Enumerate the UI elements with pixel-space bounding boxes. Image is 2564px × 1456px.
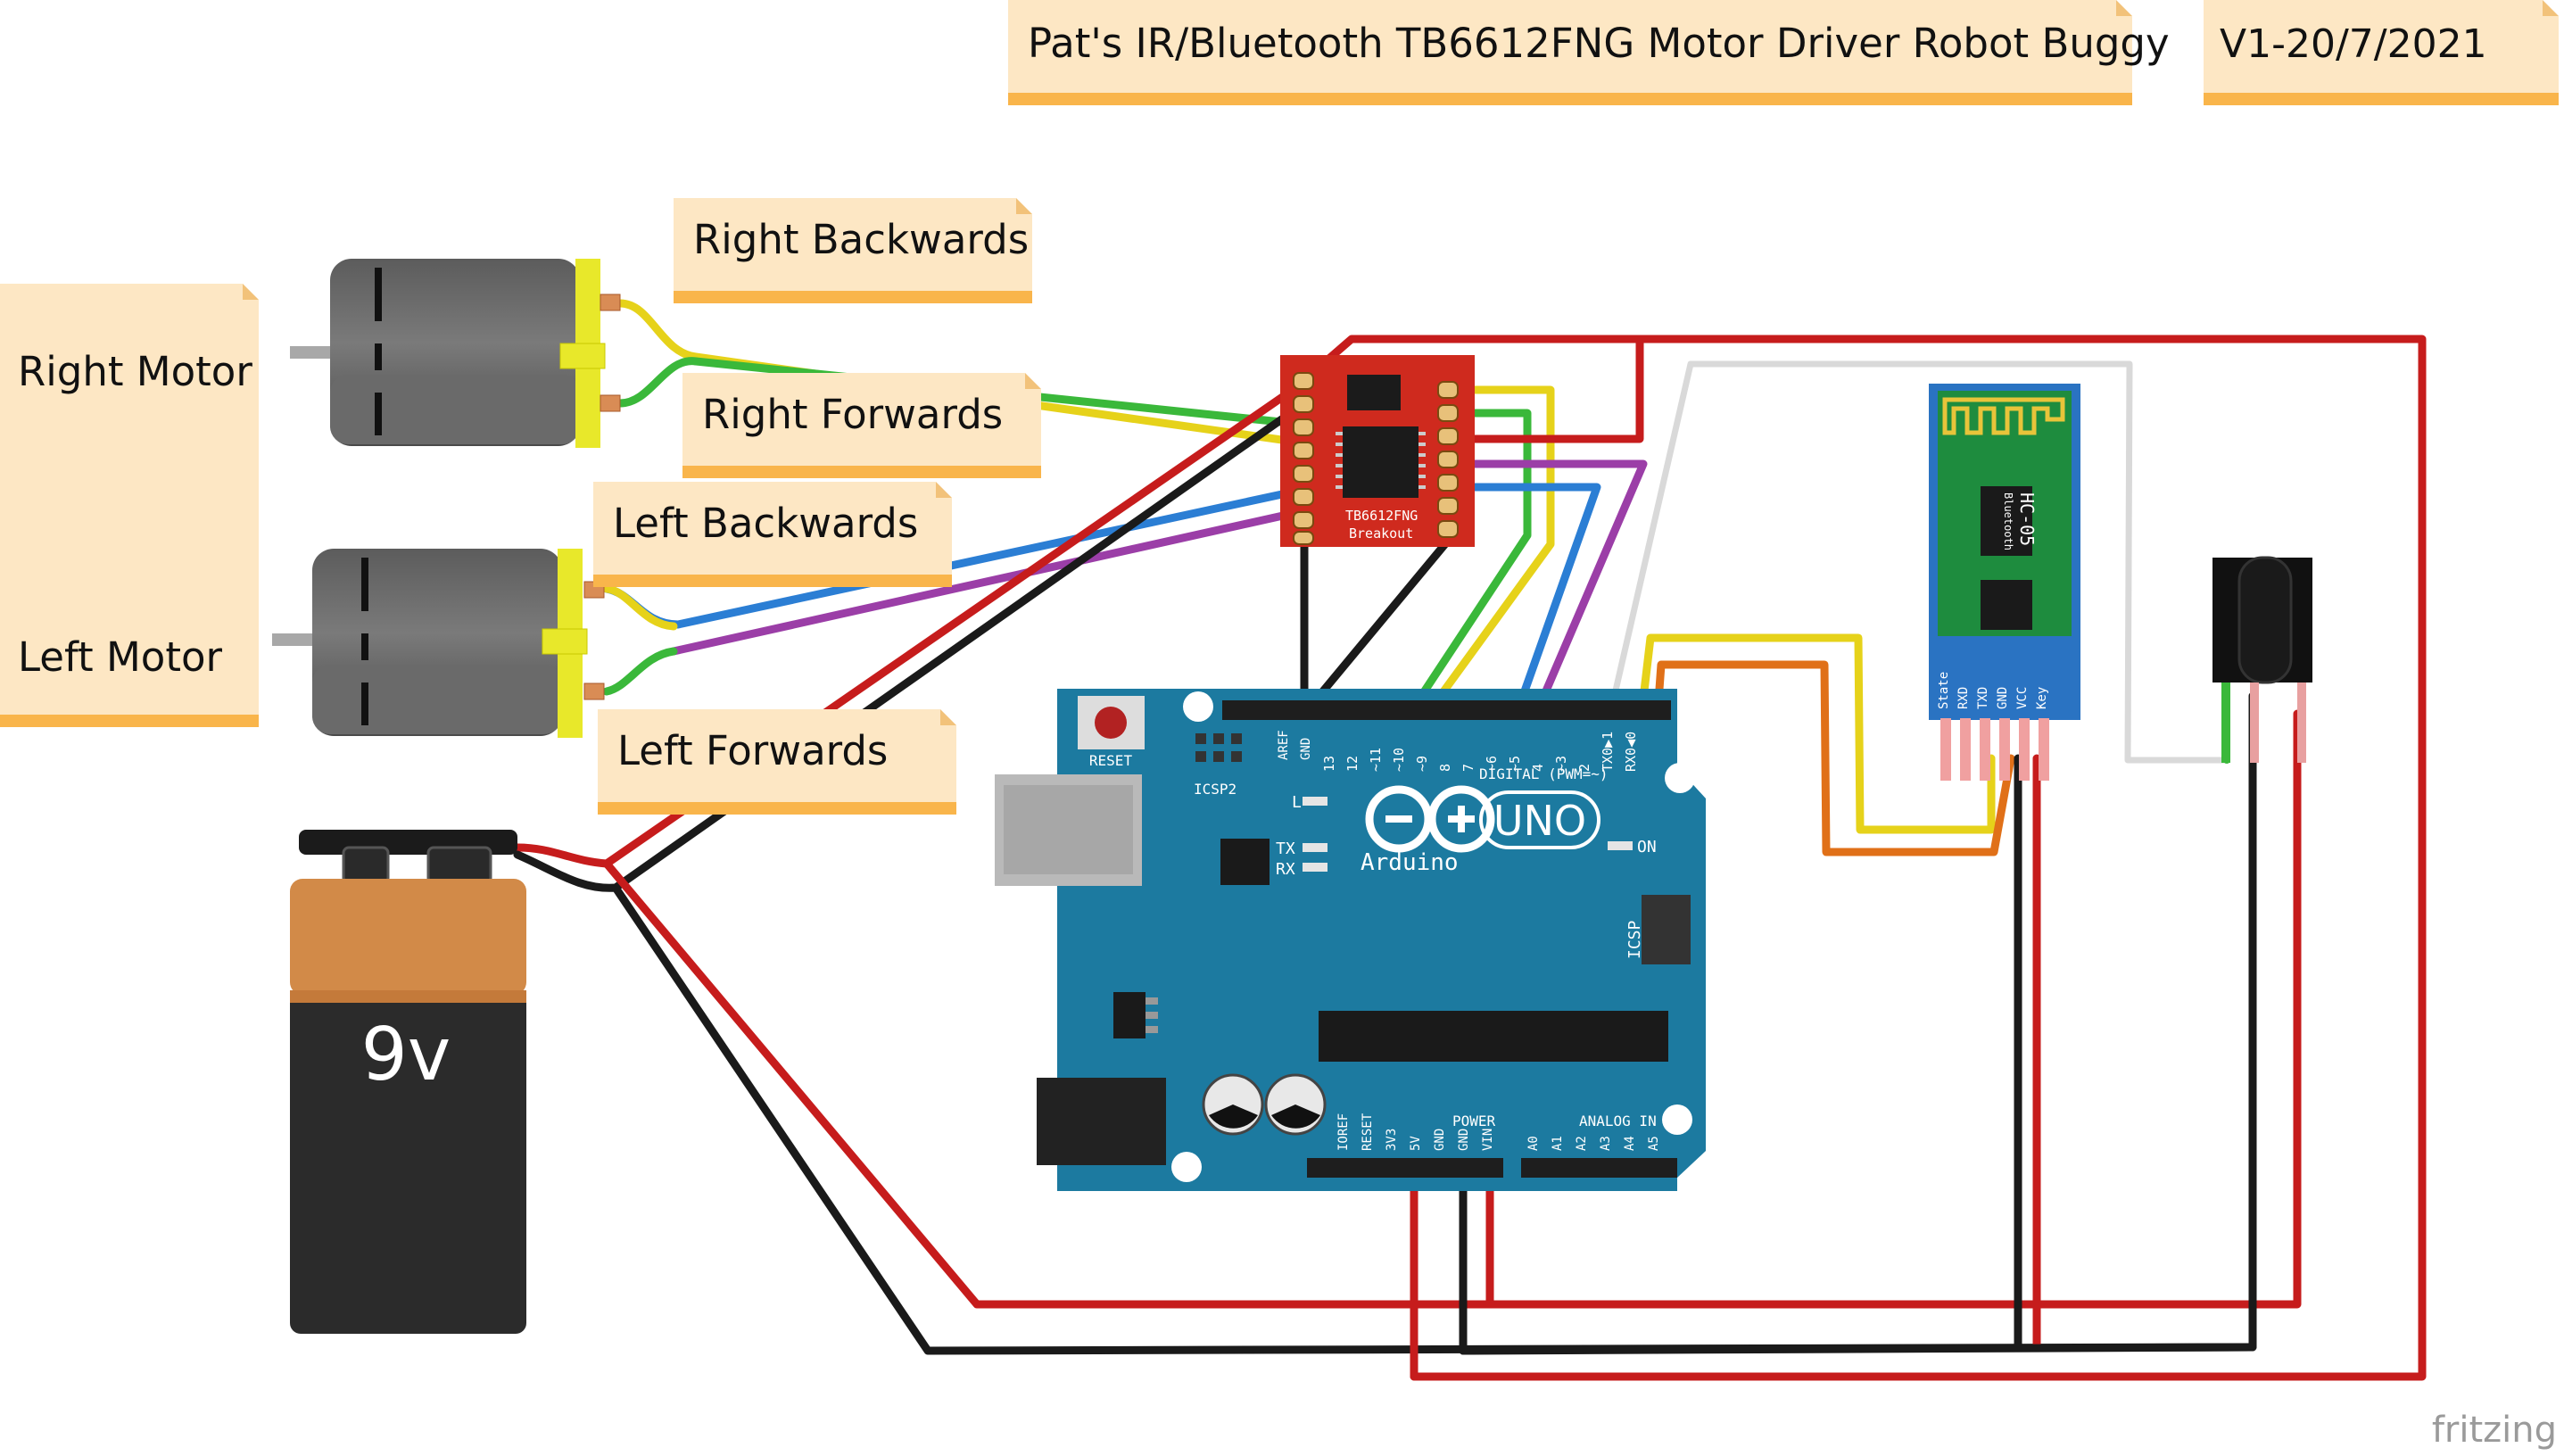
arduino-analog-pin-label: A1 — [1551, 1136, 1565, 1151]
wire-ir-white — [1607, 360, 2230, 764]
right-backwards-note: Right Backwards — [674, 198, 1032, 303]
arduino-led-tx: TX — [1276, 840, 1295, 858]
motor-driver-board: TB6612FNG Breakout — [1280, 355, 1475, 547]
arduino-power-pin-label: GND — [1457, 1129, 1471, 1151]
arduino-brand: Arduino — [1361, 849, 1459, 876]
arduino-digital-pin-label: ~5 — [1507, 756, 1523, 772]
wire-left-motor-purple — [669, 506, 1311, 656]
arduino-icsp-label: ICSP — [1625, 920, 1644, 959]
wire-battery-black — [513, 397, 1311, 892]
arduino-power-pin-label: IOREF — [1336, 1113, 1351, 1151]
arduino-analog-pin-label: A0 — [1526, 1136, 1541, 1151]
arduino-power-pin-label: 5V — [1409, 1136, 1423, 1151]
arduino-power-pin-label: GND — [1433, 1129, 1447, 1151]
arduino-analog-pin-label: A3 — [1599, 1136, 1613, 1151]
left-backwards-note: Left Backwards — [593, 482, 952, 587]
arduino-digital-pin-label: 4 — [1530, 764, 1546, 772]
wire-ard-gnd-rail — [1459, 1343, 2257, 1355]
wire-left-motor-blue — [602, 584, 678, 631]
arduino-icsp2-label: ICSP2 — [1194, 781, 1237, 798]
arduino-digital-pin-label: 7 — [1460, 764, 1476, 772]
driver-sub: Breakout — [1349, 525, 1413, 542]
arduino-digital-pin-label: RX0◀0 — [1623, 732, 1639, 772]
arduino-power-pin-label: 3V3 — [1385, 1129, 1399, 1151]
left-backwards-text: Left Backwards — [613, 500, 919, 547]
arduino-aref-label: AREF — [1277, 730, 1291, 760]
wire-driver-blue-d6 — [1448, 483, 1601, 718]
arduino-analog-pin-label: A5 — [1647, 1136, 1661, 1151]
arduino-analog-pin-label: A2 — [1575, 1136, 1589, 1151]
wire-battery-red-low — [602, 709, 2302, 1309]
arduino-digital-pin-label: ~6 — [1484, 756, 1500, 772]
wire-bt-orange — [1653, 660, 2015, 856]
arduino-logo-right-ring — [1427, 785, 1495, 853]
arduino-digital-pin-label: ~10 — [1391, 748, 1407, 772]
wire-driver-red-vcc — [1448, 335, 1644, 443]
battery-9v: 9v — [290, 830, 526, 1334]
arduino-model: UNO — [1493, 797, 1586, 845]
arduino-power-label: POWER — [1452, 1113, 1496, 1129]
wire-driver-black2 — [1300, 531, 1457, 718]
arduino-uno-board: RESET ICSP2 L TX RX ON DIGITAL (PWM=~) P… — [995, 689, 1706, 1191]
right-forwards-note: Right Forwards — [682, 373, 1041, 478]
arduino-on-label: ON — [1637, 838, 1657, 856]
bluetooth-pin-label: VCC — [2015, 687, 2030, 709]
right-backwards-text: Right Backwards — [693, 216, 1030, 263]
version-note-text: V1-20/7/2021 — [2220, 21, 2487, 67]
right-forwards-text: Right Forwards — [702, 391, 1004, 438]
wire-right-motor-green — [616, 357, 700, 408]
right-motor-text: Right Motor — [18, 348, 252, 395]
arduino-led-rx: RX — [1276, 860, 1295, 879]
bluetooth-pin-labels: State RXD TXD GND VCC Key — [1937, 672, 2049, 709]
arduino-digital-label: DIGITAL (PWM=~) — [1479, 765, 1609, 782]
ir-receiver — [2212, 556, 2312, 763]
bluetooth-module: HC-05 Bluetooth State RXD TXD GND VCC Key — [1929, 384, 2080, 781]
wire-right-motor-yellow — [616, 299, 1311, 448]
arduino-digital-pin-label: ~9 — [1414, 756, 1430, 772]
motors-note: Right Motor Left Motor — [0, 284, 259, 727]
arduino-power-pin-label: VIN — [1481, 1129, 1495, 1151]
title-note-text: Pat's IR/Bluetooth TB6612FNG Motor Drive… — [1028, 20, 2170, 67]
bluetooth-pin-label: RXD — [1956, 687, 1971, 709]
right-motor — [290, 259, 621, 448]
arduino-analog-label: ANALOG IN — [1579, 1113, 1657, 1129]
title-note: Pat's IR/Bluetooth TB6612FNG Motor Drive… — [1008, 0, 2170, 105]
arduino-digital-pin-label: 2 — [1576, 764, 1592, 772]
left-forwards-note: Left Forwards — [598, 709, 956, 815]
arduino-digital-pin-label: ~11 — [1368, 748, 1384, 772]
arduino-reset-label: RESET — [1089, 752, 1133, 769]
driver-name: TB6612FNG — [1345, 508, 1418, 524]
bluetooth-pin-label: GND — [1996, 687, 2010, 709]
version-note: V1-20/7/2021 — [2204, 0, 2559, 105]
bluetooth-pin-label: State — [1937, 672, 1951, 709]
arduino-power-pin-labels: IOREF RESET 3V3 5V GND GND VIN — [1336, 1113, 1495, 1151]
arduino-analog-pin-label: A4 — [1623, 1136, 1637, 1151]
wire-left-motor-green — [602, 647, 678, 696]
bluetooth-sub: Bluetooth — [2002, 492, 2014, 550]
arduino-analog-pin-labels: A0 A1 A2 A3 A4 A5 — [1526, 1136, 1661, 1151]
wires — [513, 299, 2427, 1381]
fritzing-watermark: fritzing — [2431, 1410, 2557, 1451]
wire-driver-green-d10 — [1405, 409, 1532, 718]
arduino-digital-pin-label: 12 — [1344, 756, 1361, 772]
arduino-led-l: L — [1292, 793, 1302, 812]
arduino-power-pin-label: RESET — [1361, 1113, 1375, 1151]
wire-driver-purple-d5 — [1448, 459, 1648, 718]
bluetooth-pin-label: TXD — [1976, 687, 1990, 709]
arduino-digital-pin-label: 13 — [1321, 756, 1337, 772]
arduino-gnd-label: GND — [1299, 738, 1313, 760]
left-motor-text: Left Motor — [18, 633, 222, 681]
wire-bt-yellow — [1637, 633, 1996, 834]
left-motor — [272, 549, 605, 738]
arduino-digital-pin-label: TX0▶1 — [1600, 732, 1616, 772]
left-forwards-text: Left Forwards — [617, 727, 889, 774]
bluetooth-pin-label: Key — [2035, 687, 2049, 709]
arduino-digital-pin-label: ~3 — [1553, 756, 1569, 772]
arduino-digital-pin-label: 8 — [1437, 764, 1453, 772]
battery-label: 9v — [361, 1013, 451, 1097]
bluetooth-name: HC-05 — [2016, 492, 2038, 546]
